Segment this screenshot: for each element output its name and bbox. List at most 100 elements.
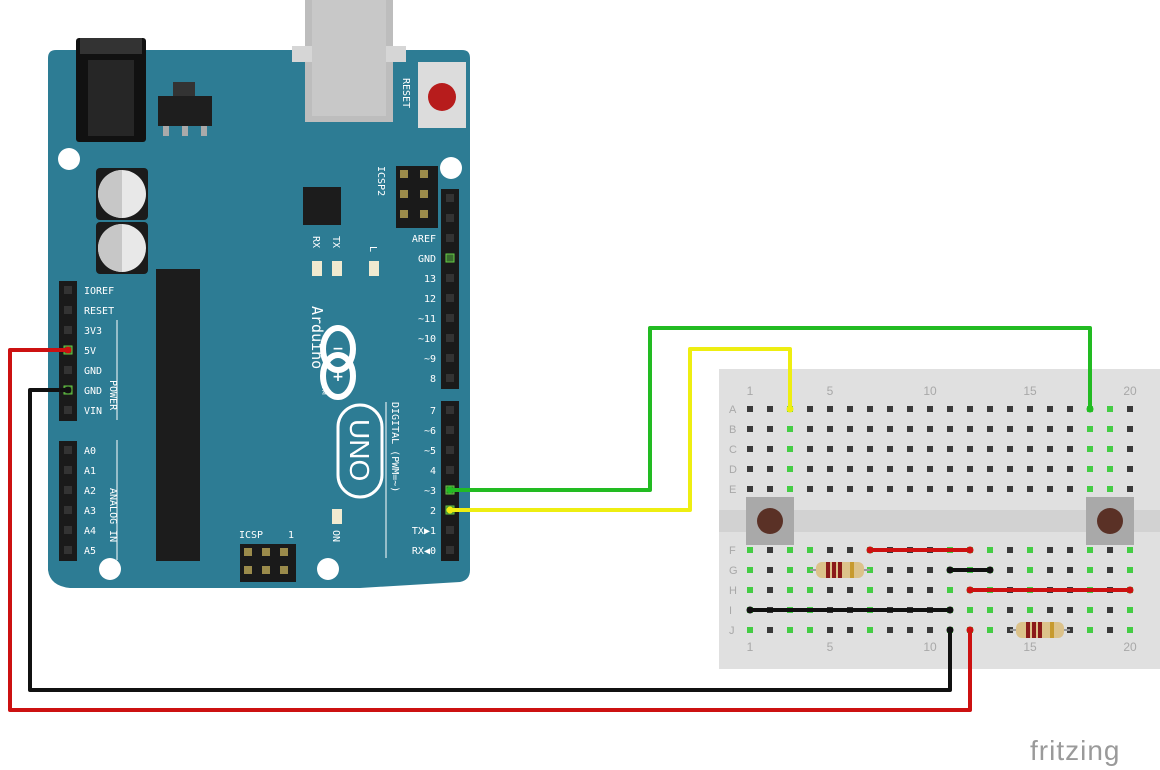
breadboard-hole[interactable] <box>1047 607 1053 613</box>
header-pin[interactable] <box>446 334 454 342</box>
header-pin[interactable] <box>445 253 455 263</box>
breadboard-hole[interactable] <box>907 466 913 472</box>
breadboard-hole[interactable] <box>987 486 993 492</box>
breadboard-hole[interactable] <box>927 486 933 492</box>
breadboard-hole[interactable] <box>927 567 933 573</box>
breadboard-hole[interactable] <box>747 587 753 593</box>
breadboard-hole[interactable] <box>1107 406 1113 412</box>
breadboard-hole[interactable] <box>887 466 893 472</box>
breadboard-hole[interactable] <box>1047 426 1053 432</box>
breadboard-hole[interactable] <box>1087 607 1093 613</box>
button-right[interactable] <box>1086 497 1134 545</box>
breadboard-hole[interactable] <box>867 466 873 472</box>
header-pin[interactable] <box>446 294 454 302</box>
breadboard-hole[interactable] <box>767 627 773 633</box>
header-pin[interactable] <box>446 546 454 554</box>
breadboard-hole[interactable] <box>787 567 793 573</box>
header-pin[interactable] <box>64 326 72 334</box>
breadboard-hole[interactable] <box>807 466 813 472</box>
breadboard-hole[interactable] <box>1127 486 1133 492</box>
breadboard-hole[interactable] <box>1107 466 1113 472</box>
breadboard-hole[interactable] <box>827 547 833 553</box>
breadboard-hole[interactable] <box>987 627 993 633</box>
breadboard-hole[interactable] <box>1007 466 1013 472</box>
breadboard-hole[interactable] <box>1027 547 1033 553</box>
button-left[interactable] <box>746 497 794 545</box>
wire-pin3[interactable] <box>448 326 1092 492</box>
breadboard-hole[interactable] <box>787 486 793 492</box>
breadboard-hole[interactable] <box>767 486 773 492</box>
breadboard-hole[interactable] <box>787 587 793 593</box>
breadboard-hole[interactable] <box>787 547 793 553</box>
breadboard-hole[interactable] <box>927 627 933 633</box>
breadboard-hole[interactable] <box>847 426 853 432</box>
breadboard-hole[interactable] <box>1087 627 1093 633</box>
breadboard-hole[interactable] <box>747 446 753 452</box>
breadboard-hole[interactable] <box>1047 466 1053 472</box>
breadboard-hole[interactable] <box>1027 406 1033 412</box>
breadboard-hole[interactable] <box>987 426 993 432</box>
breadboard-hole[interactable] <box>1007 547 1013 553</box>
breadboard-hole[interactable] <box>847 406 853 412</box>
breadboard-hole[interactable] <box>907 446 913 452</box>
breadboard-hole[interactable] <box>887 567 893 573</box>
header-pin[interactable] <box>64 446 72 454</box>
breadboard-hole[interactable] <box>907 406 913 412</box>
breadboard-hole[interactable] <box>827 466 833 472</box>
breadboard-hole[interactable] <box>887 406 893 412</box>
header-pin[interactable] <box>64 306 72 314</box>
breadboard-hole[interactable] <box>887 627 893 633</box>
wire-pin2[interactable] <box>448 347 792 512</box>
breadboard-hole[interactable] <box>947 406 953 412</box>
breadboard-hole[interactable] <box>747 547 753 553</box>
header-pin[interactable] <box>64 486 72 494</box>
breadboard-hole[interactable] <box>907 567 913 573</box>
header-pin[interactable] <box>446 374 454 382</box>
breadboard-hole[interactable] <box>747 627 753 633</box>
header-pin[interactable] <box>64 546 72 554</box>
breadboard-hole[interactable] <box>1107 426 1113 432</box>
breadboard-hole[interactable] <box>987 446 993 452</box>
breadboard-hole[interactable] <box>807 587 813 593</box>
breadboard-hole[interactable] <box>1047 486 1053 492</box>
breadboard-hole[interactable] <box>747 406 753 412</box>
breadboard-hole[interactable] <box>867 486 873 492</box>
breadboard-hole[interactable] <box>747 567 753 573</box>
breadboard-hole[interactable] <box>767 466 773 472</box>
breadboard-hole[interactable] <box>967 406 973 412</box>
header-pin[interactable] <box>446 314 454 322</box>
breadboard-hole[interactable] <box>847 587 853 593</box>
header-pin[interactable] <box>446 274 454 282</box>
breadboard-hole[interactable] <box>947 587 953 593</box>
header-pin[interactable] <box>446 194 454 202</box>
header-pin[interactable] <box>446 466 454 474</box>
header-pin[interactable] <box>64 286 72 294</box>
breadboard-hole[interactable] <box>1107 486 1113 492</box>
breadboard-hole[interactable] <box>927 446 933 452</box>
breadboard-hole[interactable] <box>1067 466 1073 472</box>
breadboard-hole[interactable] <box>767 587 773 593</box>
breadboard-hole[interactable] <box>787 627 793 633</box>
breadboard-hole[interactable] <box>847 446 853 452</box>
breadboard-hole[interactable] <box>747 426 753 432</box>
breadboard-hole[interactable] <box>947 486 953 492</box>
breadboard-hole[interactable] <box>767 547 773 553</box>
breadboard-hole[interactable] <box>1027 426 1033 432</box>
breadboard-hole[interactable] <box>967 426 973 432</box>
breadboard-hole[interactable] <box>1087 567 1093 573</box>
header-pin[interactable] <box>64 506 72 514</box>
breadboard-hole[interactable] <box>967 607 973 613</box>
breadboard-hole[interactable] <box>1027 466 1033 472</box>
breadboard-hole[interactable] <box>1067 486 1073 492</box>
header-pin[interactable] <box>446 214 454 222</box>
breadboard-hole[interactable] <box>1067 547 1073 553</box>
breadboard-hole[interactable] <box>1067 567 1073 573</box>
breadboard-hole[interactable] <box>807 426 813 432</box>
header-pin[interactable] <box>446 406 454 414</box>
breadboard-hole[interactable] <box>807 547 813 553</box>
button-cap[interactable] <box>1097 508 1123 534</box>
breadboard-hole[interactable] <box>807 627 813 633</box>
breadboard-hole[interactable] <box>767 406 773 412</box>
wire-5v[interactable] <box>8 348 972 712</box>
breadboard-hole[interactable] <box>927 426 933 432</box>
